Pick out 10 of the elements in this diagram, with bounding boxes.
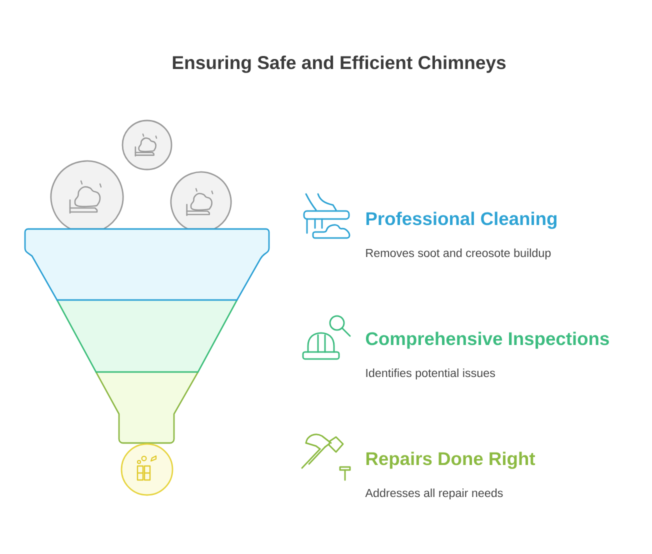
funnel-band [24, 228, 270, 301]
stage-heading: Professional Cleaning [366, 212, 556, 229]
stage-description: Identifies potential issues [366, 368, 495, 380]
stage-description: Removes soot and creosote buildup [366, 248, 551, 260]
stage-heading: Repairs Done Right [366, 452, 536, 469]
title: Ensuring Safe and Efficient Chimneys [172, 56, 506, 73]
stage-description: Addresses all repair needs [365, 488, 503, 500]
stage-heading: Comprehensive Inspections [366, 332, 609, 349]
funnel-band [95, 371, 199, 444]
funnel-band [56, 299, 238, 373]
